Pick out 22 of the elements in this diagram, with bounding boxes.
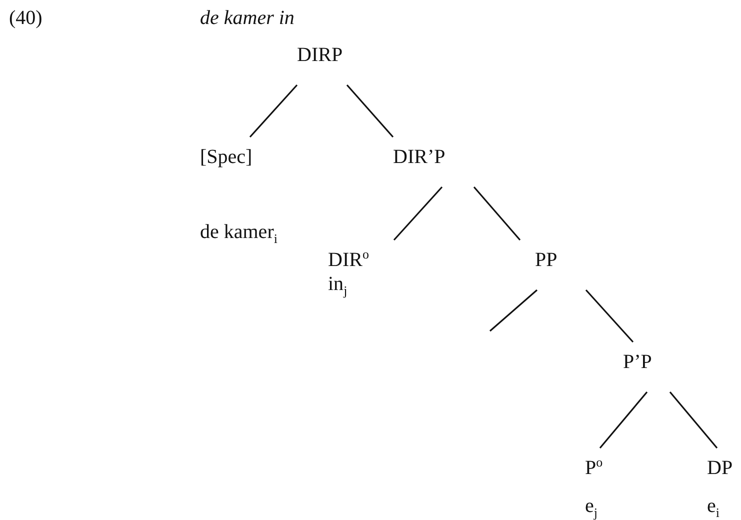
tree-branch: [669, 391, 718, 449]
tree-branch: [489, 289, 538, 332]
category-label: P$^{o}$: [585, 456, 603, 480]
example-title: de kamer in: [200, 6, 294, 30]
tree-branch: [585, 289, 634, 343]
tree-branch: [473, 186, 521, 241]
terminal-word: de kamer$_{i}$: [200, 220, 278, 244]
example-number: (40): [9, 6, 42, 30]
tree-branch: [249, 84, 298, 138]
category-label: DIR$^{o}$: [328, 248, 369, 272]
category-label: DP: [707, 456, 733, 480]
category-label: P’P: [623, 350, 652, 374]
terminal-word: in$_{j}$: [328, 272, 348, 296]
tree-branch: [346, 84, 394, 138]
category-label: DIRP: [297, 43, 343, 67]
category-label: [Spec]: [200, 145, 254, 169]
tree-branch: [393, 186, 443, 241]
category-label: PP: [535, 248, 558, 272]
tree-branch: [599, 391, 648, 449]
terminal-word: e$_{j}$: [585, 494, 599, 518]
terminal-word: e$_{i}$: [707, 494, 721, 518]
category-label: DIR’P: [393, 145, 446, 169]
